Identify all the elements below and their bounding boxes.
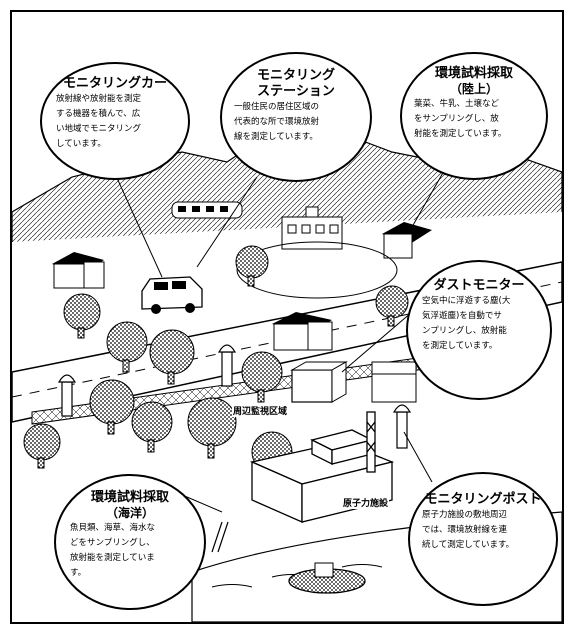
bubble-body: 一般住民の居住区域の 代表的な所で環境放射 線を測定しています。 <box>234 102 320 142</box>
school <box>281 206 343 250</box>
outfall-pipe <box>211 521 229 553</box>
bubble-body: 空気中に浮遊する塵(大 気浮遊塵)を自動でサ ンプリングし、放射能 を測定してい… <box>422 296 511 351</box>
bubble-land-sampling: 環境試料採取 （陸上） 葉菜、牛乳、土壌など をサンプリングし、放 射能を測定し… <box>400 52 548 180</box>
bubble-title: モニタリングカー <box>62 76 167 91</box>
surveillance-area-label: 周辺監視区域 <box>232 404 289 417</box>
bubble-body: 放射線や放射能を測定 する機器を積んで、広 い地域でモニタリング しています。 <box>56 94 142 149</box>
dust-monitor-building <box>290 361 348 403</box>
bubble-monitoring-station: モニタリング ステーション 一般住民の居住区域の 代表的な所で環境放射 線を測定… <box>220 52 372 182</box>
bubble-monitoring-car: モニタリングカー 放射線や放射能を測定 する機器を積んで、広 い地域でモニタリン… <box>40 62 190 180</box>
bubble-sea-sampling: 環境試料採取 （海洋） 魚貝類、海草、海水な どをサンプリングし、 放射能を測定… <box>54 474 206 610</box>
bubble-title-1: モニタリング <box>256 68 335 83</box>
bubble-subtitle: （陸上） <box>449 82 498 96</box>
bubble-title: ダストモニター <box>433 278 525 293</box>
bubble-title-2: ステーション <box>257 84 335 99</box>
monitoring-car <box>141 276 203 314</box>
bubble-subtitle: （海洋） <box>105 506 154 520</box>
sampling-boat <box>288 562 366 594</box>
bubble-body: 葉菜、牛乳、土壌など をサンプリングし、放 射能を測定しています。 <box>414 99 507 139</box>
schoolyard <box>236 241 398 299</box>
houses <box>52 222 432 403</box>
bubble-monitoring-post: モニタリングポスト 原子力施設の敷地周辺 では、環境放射線を連 続して測定してい… <box>408 472 558 606</box>
train <box>171 201 243 219</box>
bubble-title: モニタリングポスト <box>424 492 542 507</box>
illustration-frame: モニタリングカー 放射線や放射能を測定 する機器を積んで、広 い地域でモニタリン… <box>10 10 564 624</box>
bubble-title: 環境試料採取 <box>434 66 513 81</box>
bubble-dust-monitor: ダストモニター 空気中に浮遊する塵(大 気浮遊塵)を自動でサ ンプリングし、放射… <box>406 260 552 400</box>
nuclear-facility <box>249 411 395 523</box>
bubble-body: 魚貝類、海草、海水な どをサンプリングし、 放射能を測定していま す。 <box>70 523 156 578</box>
bubble-title: 環境試料採取 <box>90 490 169 505</box>
nuclear-facility-label: 原子力施設 <box>342 496 390 509</box>
bubble-body: 原子力施設の敷地周辺 では、環境放射線を連 続して測定しています。 <box>422 510 515 550</box>
monitoring-posts <box>57 344 412 449</box>
trees <box>23 245 409 483</box>
